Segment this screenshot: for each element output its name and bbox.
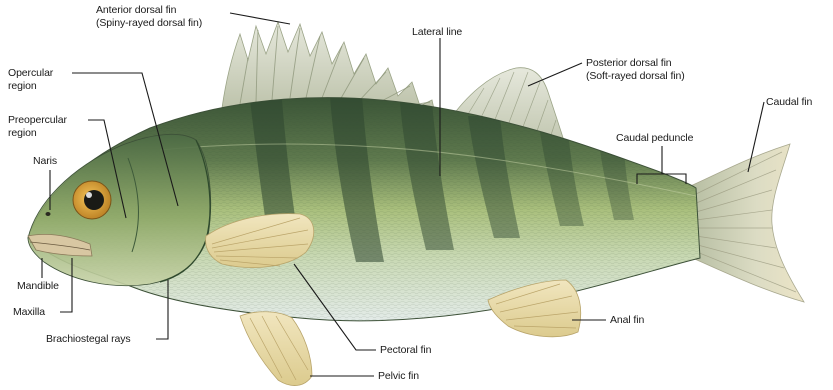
naris-opening [46, 212, 51, 216]
label-lateral-line: Lateral line [412, 26, 462, 38]
label-opercular-region-1: Opercular [8, 67, 53, 79]
label-posterior-dorsal-fin: Posterior dorsal fin [586, 57, 672, 69]
label-pectoral-fin: Pectoral fin [380, 344, 431, 356]
pelvic-fin [240, 312, 312, 386]
label-naris: Naris [33, 155, 57, 167]
eye [73, 181, 111, 219]
label-caudal-peduncle: Caudal peduncle [616, 132, 693, 144]
label-mandible: Mandible [17, 280, 59, 292]
label-anal-fin: Anal fin [610, 314, 644, 326]
label-caudal-fin: Caudal fin [766, 96, 812, 108]
label-brachiostegal-rays: Brachiostegal rays [46, 333, 131, 345]
label-anterior-dorsal-fin-note: (Spiny-rayed dorsal fin) [96, 17, 202, 29]
label-maxilla: Maxilla [13, 306, 45, 318]
label-opercular-region-2: region [8, 80, 37, 92]
label-anterior-dorsal-fin: Anterior dorsal fin [96, 4, 176, 16]
caudal-fin [686, 144, 804, 302]
label-preopercular-region-1: Preopercular [8, 114, 67, 126]
label-posterior-dorsal-fin-note: (Soft-rayed dorsal fin) [586, 70, 685, 82]
leader-anterior-dorsal-fin [230, 13, 290, 24]
label-pelvic-fin: Pelvic fin [378, 370, 419, 382]
label-preopercular-region-2: region [8, 127, 37, 139]
